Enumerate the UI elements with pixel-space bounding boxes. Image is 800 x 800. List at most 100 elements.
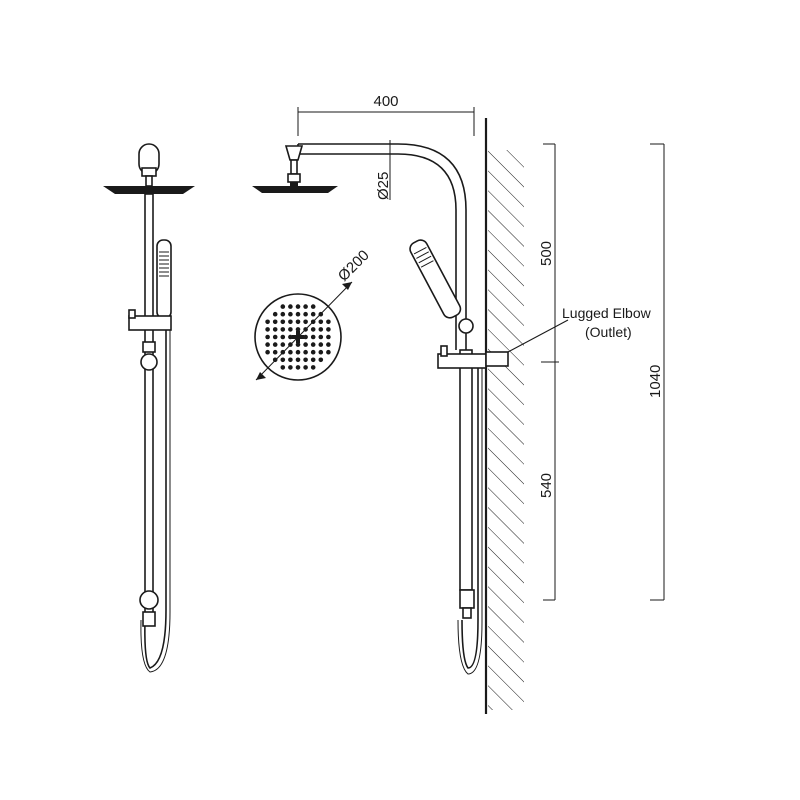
- front-bottom-cap: [142, 611, 156, 627]
- nozzle-dot: [310, 311, 316, 317]
- front-rail: [144, 193, 154, 625]
- shower-arm-bottom: [298, 153, 457, 350]
- side-holder-knob: [440, 345, 448, 357]
- nozzle-dot: [318, 357, 324, 363]
- nozzle-dot: [288, 319, 293, 325]
- nozzle-dot: [303, 319, 308, 325]
- head-face-outline: [254, 293, 342, 381]
- nozzle-dot: [295, 357, 301, 363]
- dim-arm-length-label: 400: [373, 93, 398, 110]
- callout-line2: (Outlet): [585, 324, 632, 340]
- nozzle-dot: [288, 327, 293, 332]
- nozzle-dot: [295, 304, 301, 309]
- front-shower-head: [103, 186, 195, 194]
- front-outlet-body: [142, 341, 156, 353]
- front-head-joint: [145, 175, 153, 187]
- dim-arm-length: 400: [297, 93, 475, 136]
- nozzle-dot: [326, 349, 331, 355]
- wall-hatching: [488, 150, 524, 710]
- front-bottom-bracket: [139, 590, 159, 610]
- dim-lower-height-label: 540: [538, 473, 555, 498]
- nozzle-dot: [288, 334, 293, 340]
- nozzle-dot: [272, 319, 278, 325]
- nozzle-dot: [326, 319, 331, 325]
- nozzle-dot: [265, 349, 270, 355]
- nozzle-dot: [295, 365, 301, 370]
- nozzle-dot: [288, 357, 293, 363]
- nozzle-dot: [288, 365, 293, 370]
- callout-line1: Lugged Elbow: [562, 305, 652, 321]
- dim-heights: 500 540: [538, 143, 559, 601]
- nozzle-dot: [265, 334, 270, 340]
- side-shower-head: [252, 186, 338, 193]
- nozzle-dot: [280, 365, 286, 370]
- front-holder-knob: [128, 309, 136, 319]
- front-cap-collar: [141, 167, 157, 177]
- nozzle-dot: [310, 304, 316, 309]
- nozzle-dot: [303, 304, 308, 309]
- nozzle-dot: [303, 342, 308, 347]
- nozzle-dot: [295, 327, 301, 332]
- front-hand-shower-grip: [159, 251, 169, 277]
- nozzle-dot: [272, 349, 278, 355]
- front-view: [103, 143, 195, 673]
- nozzle-dot: [310, 349, 316, 355]
- nozzle-dot: [310, 357, 316, 363]
- nozzle-dot: [318, 327, 324, 332]
- dim-total-height-label: 1040: [647, 365, 664, 398]
- nozzle-dot: [288, 349, 293, 355]
- nozzle-dot: [326, 342, 331, 347]
- dim-upper-height-label: 500: [538, 241, 555, 266]
- front-hose: [144, 330, 167, 669]
- nozzle-dot: [280, 319, 286, 325]
- nozzle-dot: [326, 334, 331, 340]
- nozzle-dot: [280, 327, 286, 332]
- nozzle-dot: [318, 319, 324, 325]
- nozzle-dot: [303, 349, 308, 355]
- dim-head-diameter-label: Ø200: [335, 247, 373, 285]
- side-hose-edge: [457, 368, 483, 675]
- nozzle-dot: [295, 311, 301, 317]
- side-view: [252, 118, 524, 714]
- side-bottom-cap: [462, 607, 472, 619]
- nozzle-dot: [272, 311, 278, 317]
- nozzle-dot: [265, 327, 270, 332]
- nozzle-dot: [265, 342, 270, 347]
- head-face-view: [254, 293, 342, 381]
- lugged-elbow: [485, 351, 509, 367]
- nozzle-dot: [288, 304, 293, 309]
- nozzle-dot: [318, 334, 324, 340]
- nozzle-dot: [280, 311, 286, 317]
- nozzle-dot: [272, 342, 278, 347]
- arm-connector: [284, 145, 304, 161]
- side-bottom-bracket: [459, 589, 475, 609]
- nozzle-dot: [318, 342, 324, 347]
- nozzle-dot: [280, 334, 286, 340]
- nozzle-dot: [295, 342, 301, 347]
- nozzle-dot: [326, 327, 331, 332]
- side-hand-swivel: [458, 318, 474, 334]
- side-hand-shower: [409, 239, 462, 319]
- front-holder-bracket: [128, 315, 172, 331]
- dim-total-height: 1040: [647, 143, 665, 601]
- nozzle-dot: [280, 304, 286, 309]
- nozzle-dot: [303, 311, 308, 317]
- nozzle-dot: [295, 319, 301, 325]
- nozzle-dot: [303, 334, 308, 340]
- nozzle-dot: [280, 342, 286, 347]
- nozzle-dot: [303, 357, 308, 363]
- head-nozzles: [265, 304, 331, 370]
- head-ball-joint: [287, 173, 301, 183]
- nozzle-dot: [272, 334, 278, 340]
- shower-arm-top: [298, 143, 467, 350]
- nozzle-dot: [318, 349, 324, 355]
- front-outlet-elbow: [140, 353, 158, 371]
- side-head-hub: [290, 182, 298, 187]
- nozzle-dot: [288, 311, 293, 317]
- nozzle-dot: [310, 334, 316, 340]
- side-hose: [461, 368, 479, 669]
- head-stem: [290, 159, 298, 175]
- side-rail: [459, 349, 473, 591]
